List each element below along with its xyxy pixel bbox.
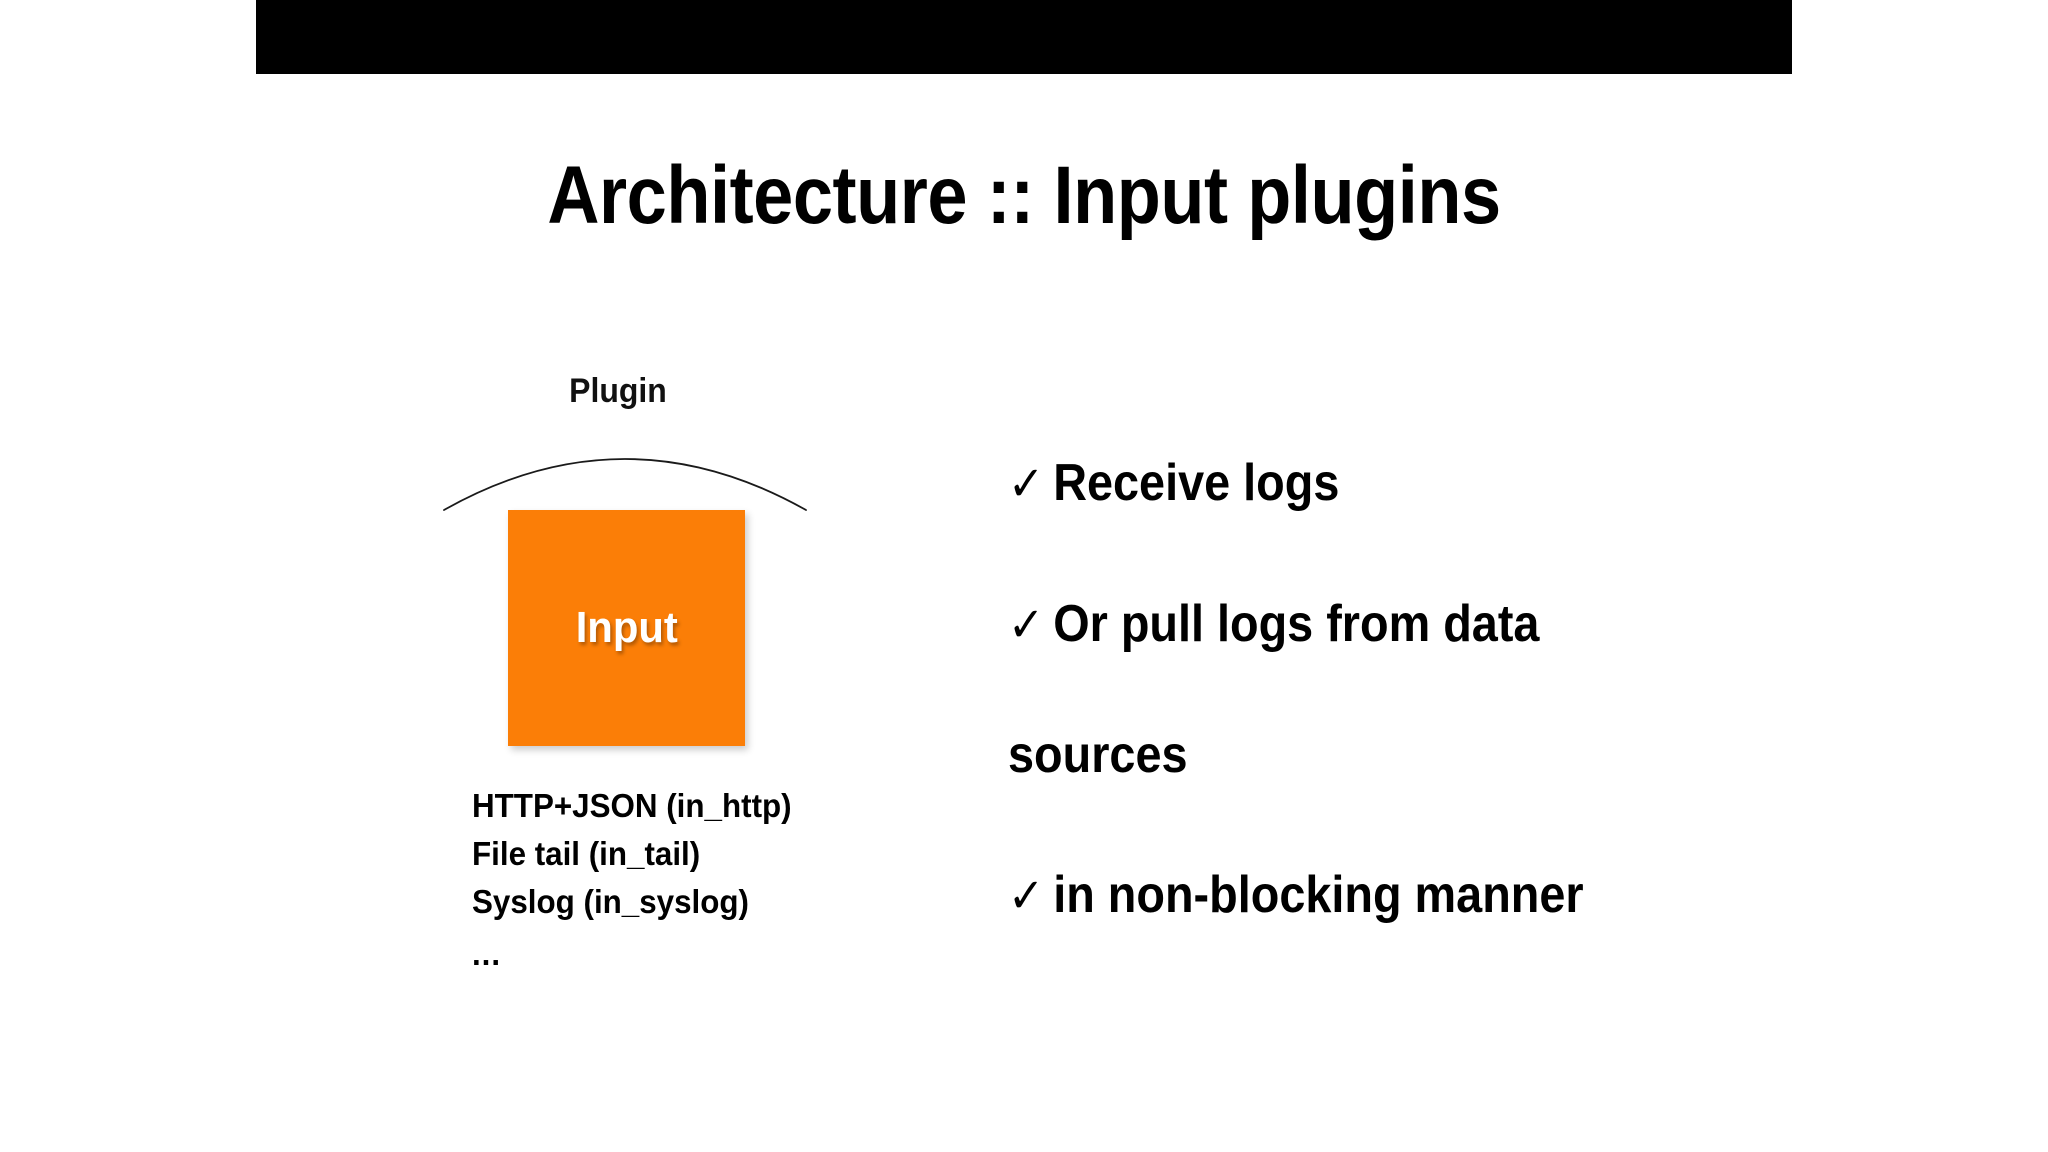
check-icon: ✓ [1008, 456, 1045, 512]
list-item: Syslog (in_syslog) [472, 883, 749, 920]
feature-text: in non-blocking manner [1053, 866, 1584, 924]
feature-text-wrapped: sources [1008, 726, 1188, 784]
page-title: Architecture :: Input plugins [547, 150, 1501, 241]
list-item: HTTP+JSON (in_http) [472, 787, 792, 824]
list-item: ✓Receive logs [1008, 452, 1818, 515]
plugin-brace-arc [443, 458, 807, 511]
input-plugin-box: Input [508, 510, 745, 746]
plugin-label: Plugin [569, 372, 667, 410]
feature-text: Receive logs [1053, 454, 1340, 512]
list-item-ellipsis: ... [472, 935, 501, 972]
input-plugin-diagram: Plugin Input HTTP+JSON (in_http) File ta… [430, 370, 990, 990]
feature-text: Or pull logs from data [1053, 595, 1540, 653]
input-plugin-source-list: HTTP+JSON (in_http) File tail (in_tail) … [472, 782, 992, 982]
feature-bullet-list: ✓Receive logs ✓Or pull logs from data so… [1008, 452, 1908, 927]
list-item: ✓Or pull logs from data sources [1008, 593, 1818, 786]
list-item: File tail (in_tail) [472, 835, 701, 872]
check-icon: ✓ [1008, 597, 1045, 653]
input-box-label: Input [575, 603, 678, 652]
list-item: ✓in non-blocking manner [1008, 864, 1818, 927]
check-icon: ✓ [1008, 868, 1045, 924]
top-banner [256, 0, 1792, 74]
